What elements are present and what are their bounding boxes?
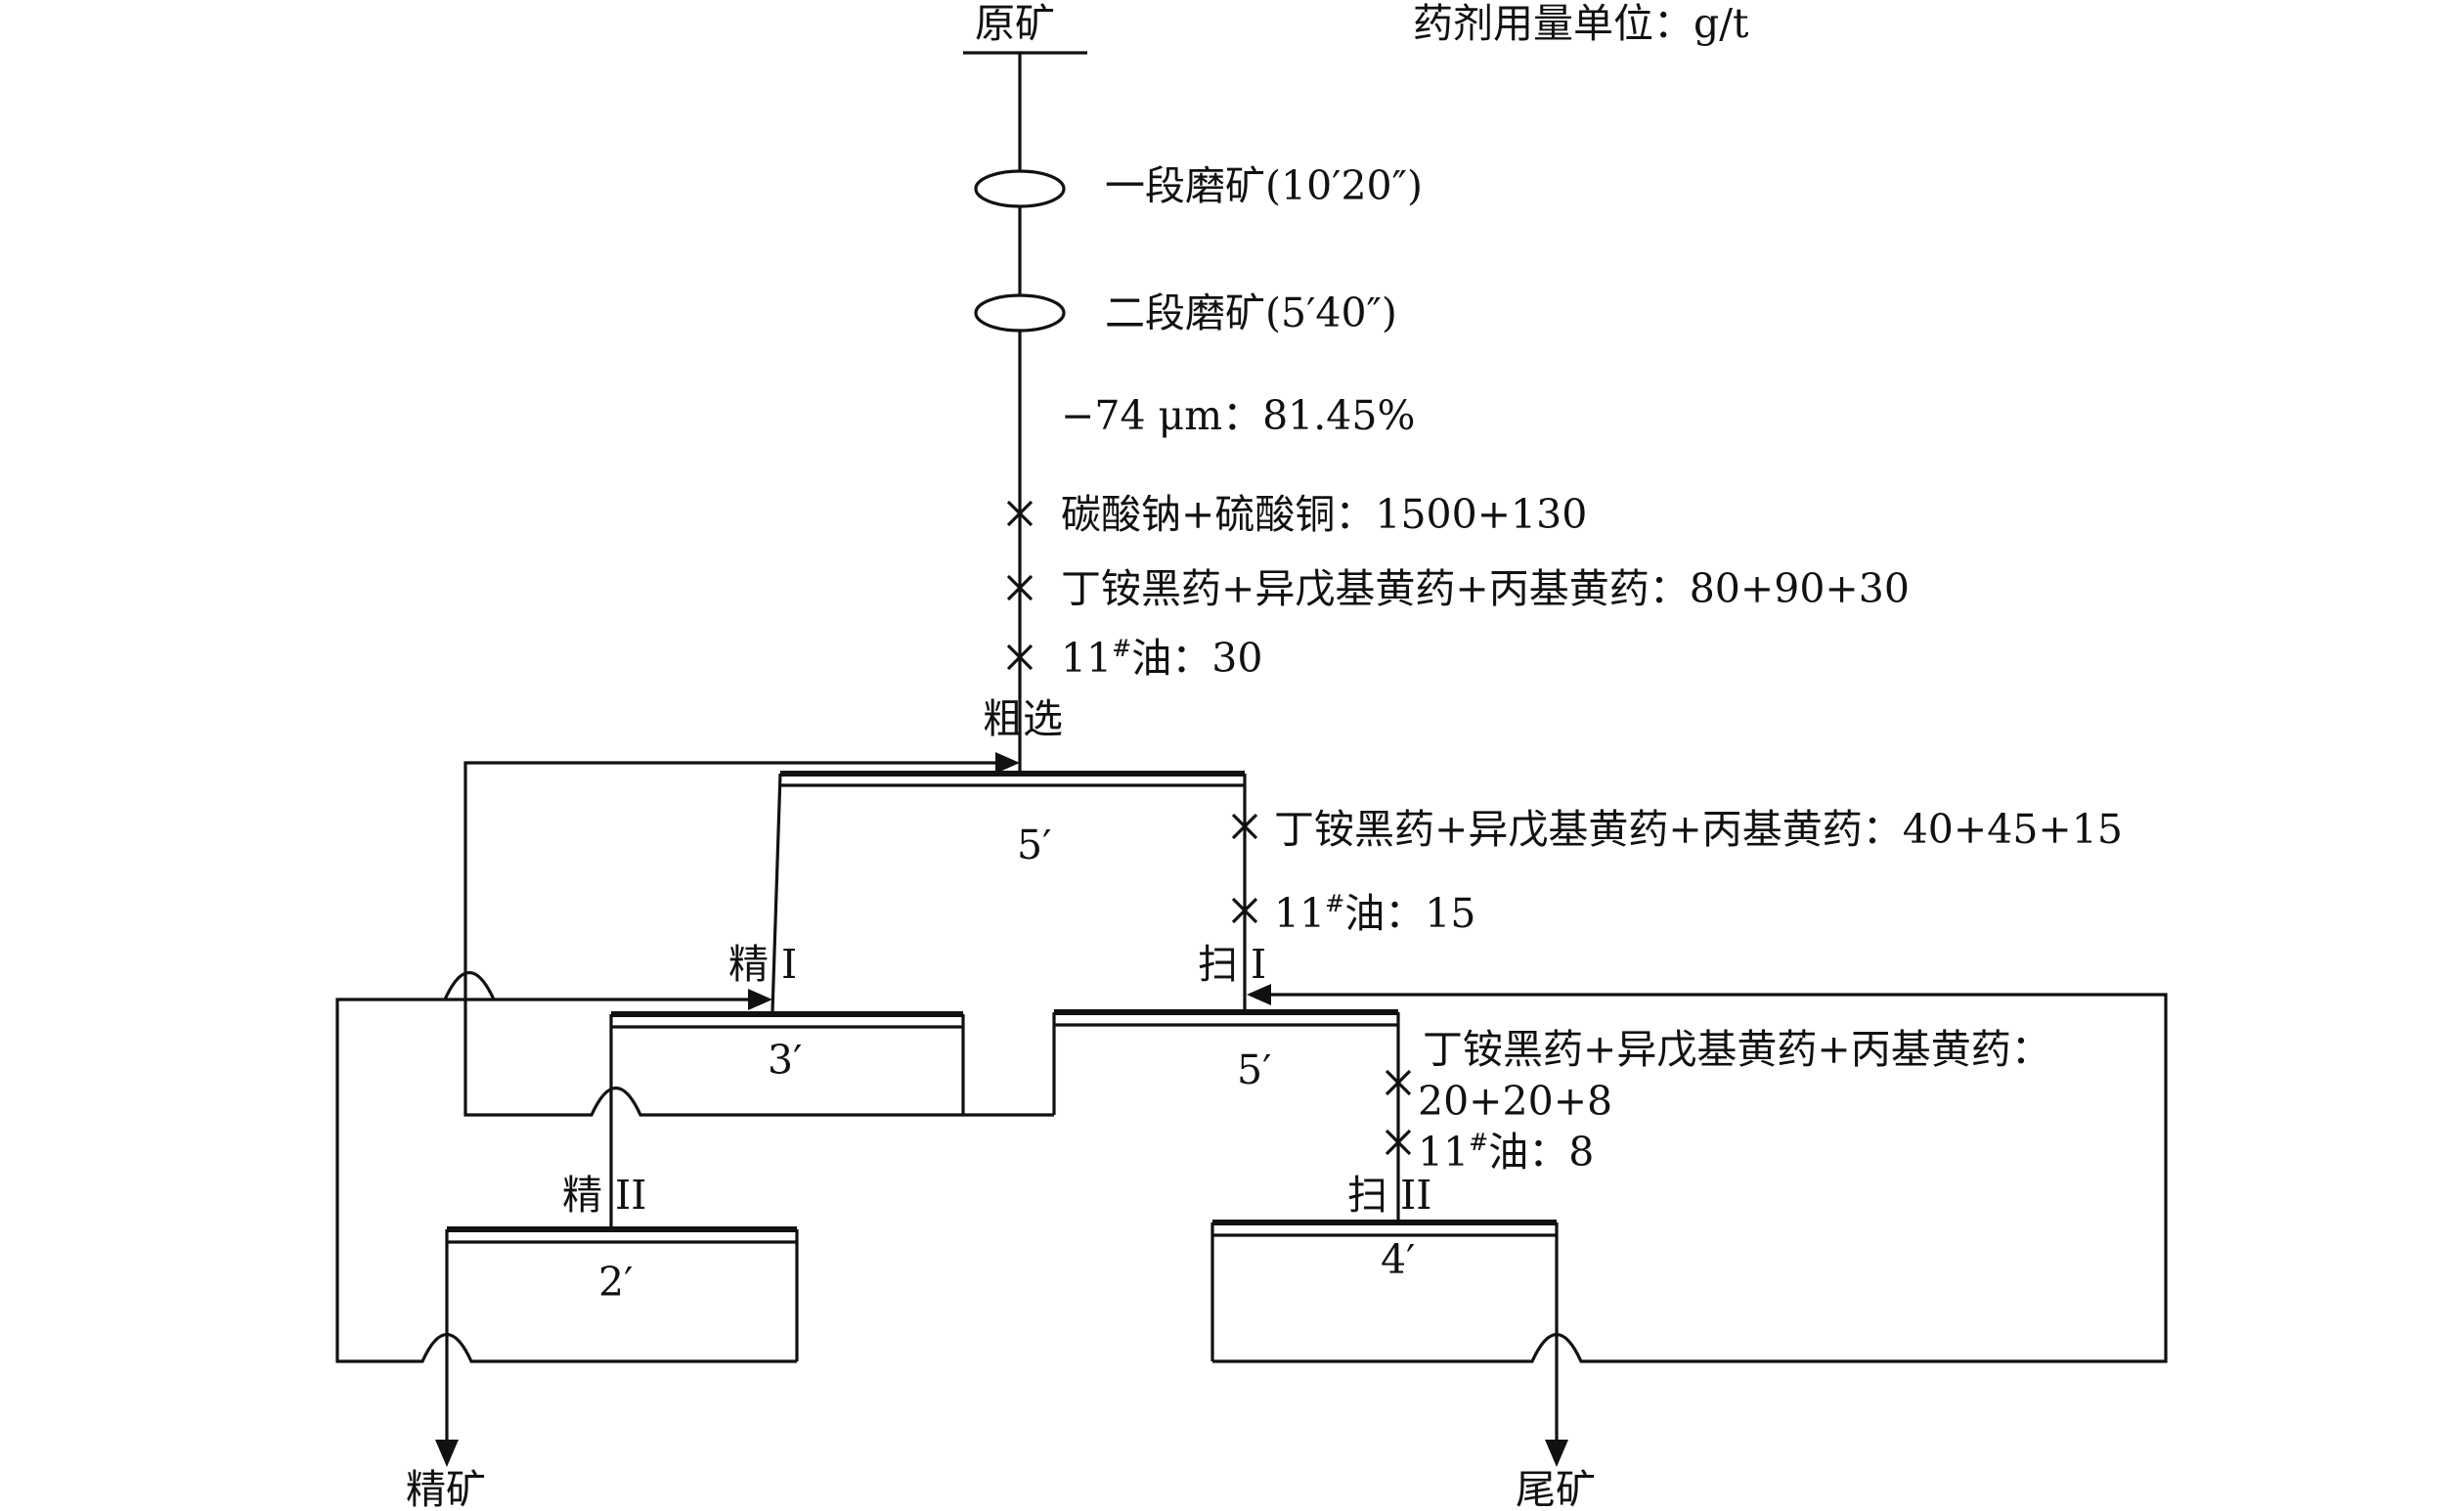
mill-stage2-symbol xyxy=(974,293,1066,333)
reagent-addition-mark xyxy=(1006,644,1034,671)
recycle-arrow-to-rougher xyxy=(995,752,1020,774)
mill-stage1-label: 一段磨矿(10′20″) xyxy=(1105,162,1423,209)
rougher-label: 粗选 xyxy=(983,695,1063,742)
scavenger2-concentrate-recycle-line xyxy=(1212,993,2168,1363)
reagent-addition-mark xyxy=(1006,574,1034,601)
cleaner1-tailings-recycle-line xyxy=(463,761,1054,1117)
tailings-arrow xyxy=(1545,1440,1568,1467)
scavenger2-reagent-3: 11#油：8 xyxy=(1418,1129,1594,1176)
scavenger1-reagent-2: 11#油：15 xyxy=(1274,890,1475,937)
rougher-reagent-3: 11#油：30 xyxy=(1061,635,1262,682)
cleaner2-tailings-recycle-line xyxy=(335,970,797,1363)
scavenger2-label: 扫 II xyxy=(1347,1172,1431,1219)
fineness-label: −74 μm：81.45% xyxy=(1061,392,1415,439)
cleaner1-label: 精 I xyxy=(728,941,797,988)
scavenger1-label: 扫 I xyxy=(1198,941,1266,988)
reagent-addition-mark xyxy=(1385,1069,1412,1096)
mill-stage2-label: 二段磨矿(5′40″) xyxy=(1105,289,1397,336)
scavenger2-reagent-2: 20+20+8 xyxy=(1418,1078,1612,1125)
recycle-arrow-to-cleaner1 xyxy=(748,989,772,1010)
cleaner2-label: 精 II xyxy=(562,1172,646,1219)
reagent-addition-mark xyxy=(1006,500,1034,527)
rougher-concentrate-line xyxy=(770,773,782,1013)
recycle-arrow-to-scavenger1 xyxy=(1247,984,1271,1005)
concentrate-arrow xyxy=(435,1440,459,1467)
reagent-addition-mark xyxy=(1231,813,1258,840)
scavenger1-time: 5′ xyxy=(1237,1046,1271,1093)
scavenger2-time: 4′ xyxy=(1381,1236,1415,1283)
reagent-addition-mark xyxy=(1385,1129,1412,1156)
mill-stage1-symbol xyxy=(974,169,1066,208)
cleaner2-time: 2′ xyxy=(598,1259,633,1306)
rougher-reagent-1: 碳酸钠+硫酸铜：1500+130 xyxy=(1061,491,1587,538)
rougher-time: 5′ xyxy=(1017,822,1051,868)
concentrate-label: 精矿 xyxy=(406,1466,486,1511)
rougher-reagent-2: 丁铵黑药+异戊基黄药+丙基黄药：80+90+30 xyxy=(1061,565,1910,612)
tailings-label: 尾矿 xyxy=(1516,1466,1596,1511)
cleaner1-time: 3′ xyxy=(768,1037,802,1084)
reagent-addition-mark xyxy=(1231,897,1258,924)
feed-label: 原矿 xyxy=(975,0,1055,47)
scavenger2-reagent-1: 丁铵黑药+异戊基黄药+丙基黄药： xyxy=(1423,1026,2051,1073)
scavenger1-reagent-1: 丁铵黑药+异戊基黄药+丙基黄药：40+45+15 xyxy=(1274,806,2123,853)
unit-note: 药剂用量单位：g/t xyxy=(1413,0,1749,47)
